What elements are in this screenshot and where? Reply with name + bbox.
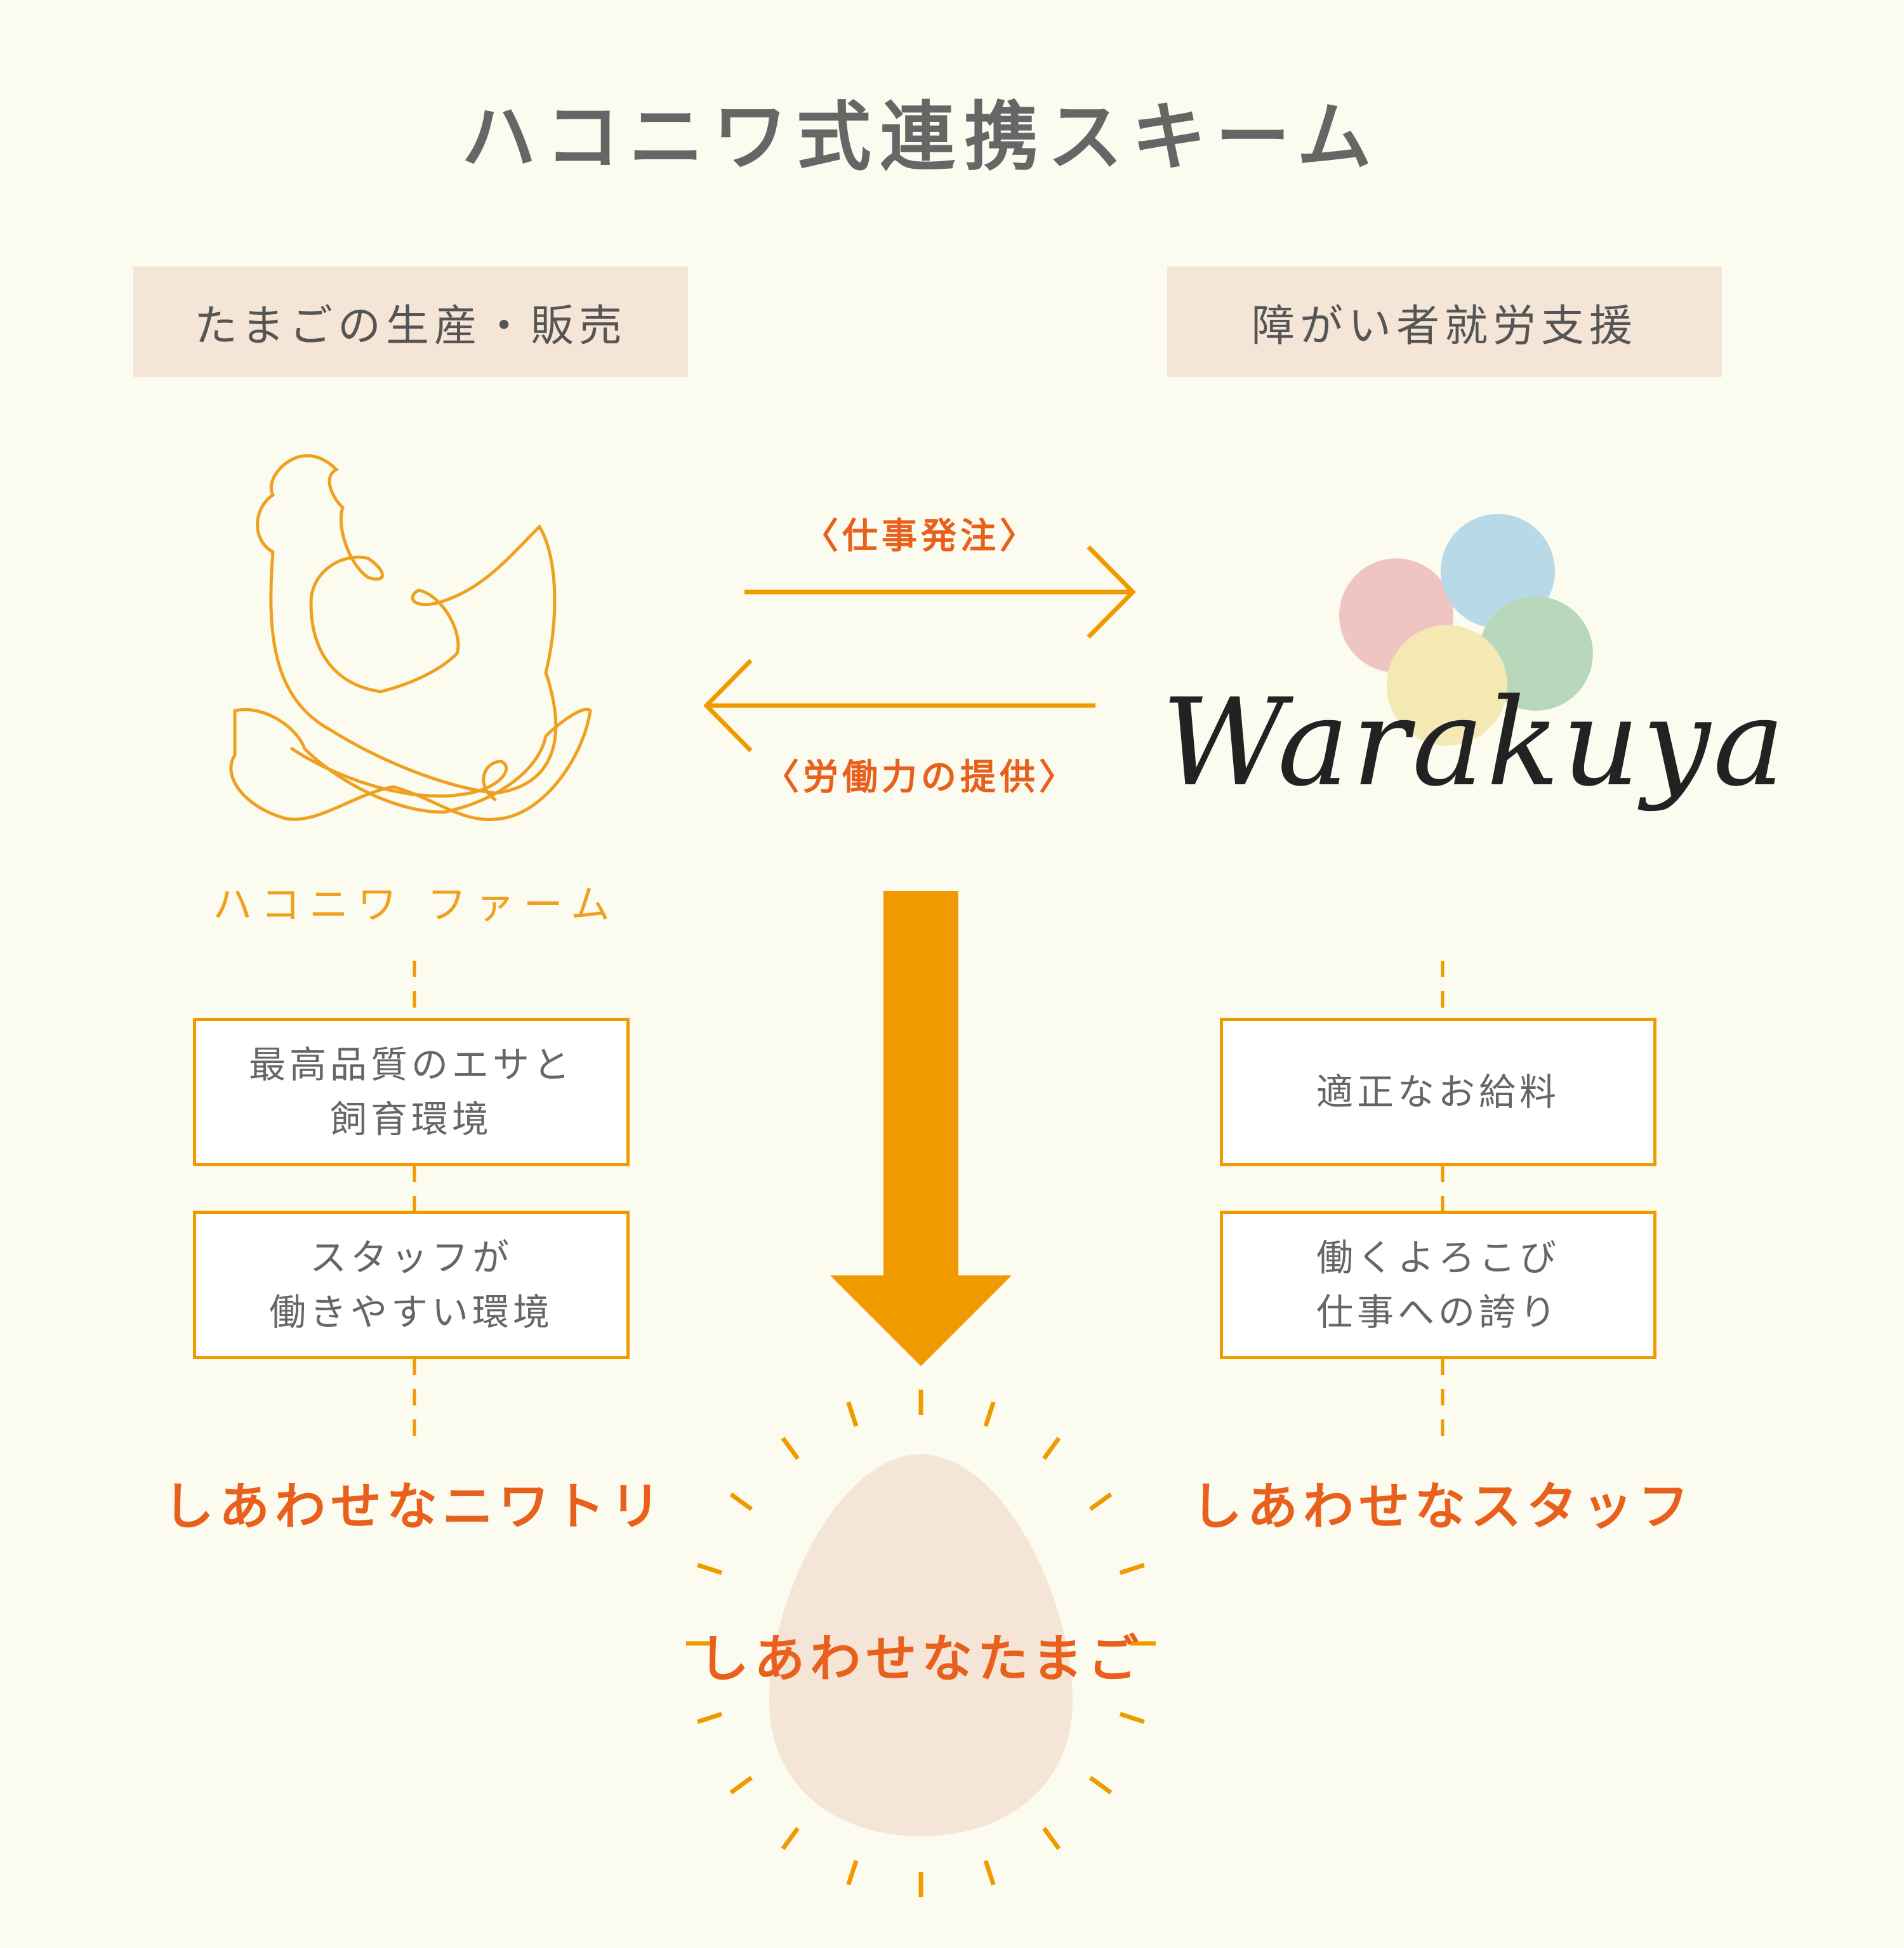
sun-ray bbox=[697, 1563, 723, 1576]
dashed-connectors bbox=[413, 961, 1445, 1444]
warakuya-logo-text: Warakuya bbox=[1161, 673, 1788, 813]
page-title: ハコニワ式連携スキーム bbox=[461, 93, 1381, 181]
work-order-label: 〈仕事発注〉 bbox=[803, 516, 1039, 557]
right-header: 障がい者就労支援 bbox=[1167, 267, 1722, 377]
left-box-feed: 最高品質のエサと 飼育環境 bbox=[193, 1018, 630, 1166]
warakuya-watercolor-logo bbox=[1339, 514, 1593, 746]
arrow-to-right bbox=[744, 545, 1136, 639]
sun-ray bbox=[781, 1437, 800, 1460]
sun-ray bbox=[846, 1401, 859, 1427]
happy-chicken-text: しあわせなニワトリ bbox=[163, 1477, 666, 1536]
sun-ray bbox=[781, 1827, 800, 1850]
sun-ray bbox=[1119, 1711, 1145, 1724]
egg-shape bbox=[769, 1454, 1073, 1836]
happy-staff-text: しあわせなスタッフ bbox=[1191, 1477, 1694, 1536]
left-header: たまごの生産・販売 bbox=[133, 267, 688, 377]
sun-ray bbox=[1088, 1775, 1113, 1794]
sun-ray bbox=[1042, 1437, 1061, 1460]
sun-ray bbox=[846, 1860, 859, 1886]
sun-ray bbox=[697, 1711, 723, 1724]
sun-ray bbox=[729, 1775, 753, 1794]
sun-ray bbox=[983, 1401, 996, 1427]
labor-supply-label: 〈労働力の提供〉 bbox=[764, 757, 1078, 798]
sun-ray bbox=[729, 1492, 753, 1511]
right-box-pride: 働くよろこび 仕事への誇り bbox=[1220, 1211, 1656, 1359]
sun-ray bbox=[1088, 1492, 1113, 1511]
sun-ray bbox=[1042, 1827, 1061, 1850]
sun-ray bbox=[1119, 1563, 1145, 1576]
sun-ray bbox=[983, 1860, 996, 1886]
left-box-work-env: スタッフが 働きやすい環境 bbox=[193, 1211, 630, 1359]
hakoniwa-farm-logo-text: ハコニワ ファーム bbox=[213, 881, 619, 928]
right-box-salary: 適正なお給料 bbox=[1220, 1018, 1656, 1166]
arrow-to-left bbox=[703, 659, 1095, 753]
happy-egg-text: しあわせなたまご bbox=[698, 1629, 1144, 1688]
big-down-arrow bbox=[830, 891, 1012, 1366]
egg-sun-rays bbox=[686, 1390, 1156, 1897]
hakoniwa-chicken-logo bbox=[229, 454, 592, 821]
